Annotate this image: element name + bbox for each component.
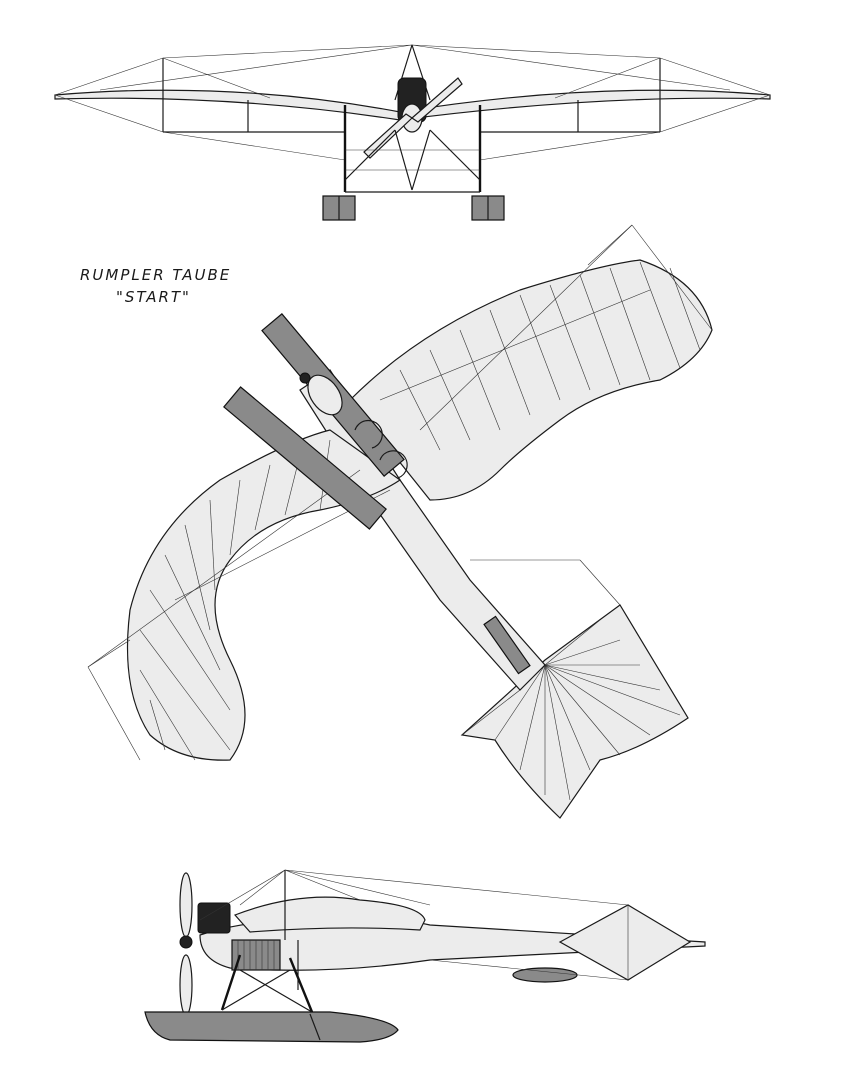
side-engine bbox=[197, 902, 231, 934]
side-undercarriage bbox=[220, 940, 314, 1013]
drawing-title: RUMPLER TAUBE "START" bbox=[80, 264, 231, 308]
side-rudder bbox=[512, 967, 578, 983]
top-cockpit bbox=[354, 419, 408, 479]
front-floats bbox=[322, 195, 505, 221]
front-undercarriage bbox=[343, 105, 482, 193]
side-bracing bbox=[199, 869, 629, 981]
top-bracing bbox=[87, 224, 713, 761]
title-line-2: "START" bbox=[116, 288, 191, 306]
front-view bbox=[54, 44, 771, 221]
side-view bbox=[144, 869, 706, 1043]
side-tail bbox=[558, 904, 692, 981]
title-line-1: RUMPLER TAUBE bbox=[80, 266, 232, 284]
side-float bbox=[144, 1011, 399, 1043]
front-bracing bbox=[54, 44, 771, 161]
side-radiator-fins bbox=[237, 940, 275, 970]
tail-plane bbox=[460, 604, 689, 819]
top-wing-left bbox=[126, 429, 402, 761]
side-wing-root bbox=[233, 896, 426, 933]
front-engine bbox=[394, 44, 431, 133]
side-propeller bbox=[179, 872, 193, 1016]
top-view bbox=[87, 224, 713, 819]
front-wing bbox=[54, 89, 771, 121]
top-wing-right-ribs bbox=[379, 261, 701, 451]
top-engine bbox=[299, 372, 343, 416]
tail-ribs bbox=[494, 619, 681, 801]
front-propeller bbox=[363, 77, 463, 159]
top-elevator bbox=[483, 615, 531, 675]
top-wing-right bbox=[349, 259, 713, 501]
